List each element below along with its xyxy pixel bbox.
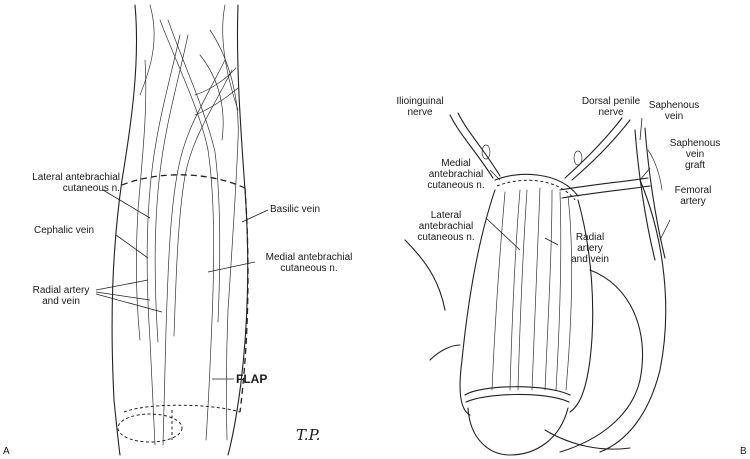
- forearm-drawing: [111, 4, 249, 456]
- flap-outline: [117, 174, 249, 443]
- forearm-vessels: [135, 19, 239, 446]
- label-medial-antebrachial-a: Medial antebrachial cutaneous n.: [265, 252, 353, 274]
- panel-a-leader-lines: [95, 189, 269, 380]
- label-cephalic-vein: Cephalic vein: [34, 225, 95, 236]
- label-lateral-antebrachial-b: Lateral antebrachial cutaneous n.: [417, 210, 475, 243]
- label-ilioinguinal-nerve: Ilioinguinal nerve: [396, 96, 444, 118]
- label-femoral-artery: Femoral artery: [674, 185, 712, 207]
- label-lateral-antebrachial-a: Lateral antebrachial cutaneous n.: [32, 172, 120, 194]
- label-saphenous-vein: Saphenous vein: [648, 100, 700, 122]
- label-dorsal-penile-nerve: Dorsal penile nerve: [581, 96, 641, 118]
- label-basilic-vein: Basilic vein: [270, 204, 321, 215]
- panel-letter-a: A: [3, 446, 10, 457]
- label-flap: FLAP: [236, 372, 268, 386]
- label-medial-antebrachial-b: Medial antebrachial cutaneous n.: [427, 158, 485, 191]
- label-radial-artery-vein-b: Radial artery and vein: [571, 232, 609, 265]
- label-saphenous-vein-graft: Saphenous vein graft: [669, 138, 721, 171]
- phallus-drawing: [404, 112, 667, 456]
- panel-b-leader-lines: [485, 117, 671, 251]
- panel-letter-b: B: [740, 446, 747, 457]
- label-radial-artery-vein-a: Radial artery and vein: [32, 285, 90, 307]
- artist-signature: T.P.: [296, 426, 321, 444]
